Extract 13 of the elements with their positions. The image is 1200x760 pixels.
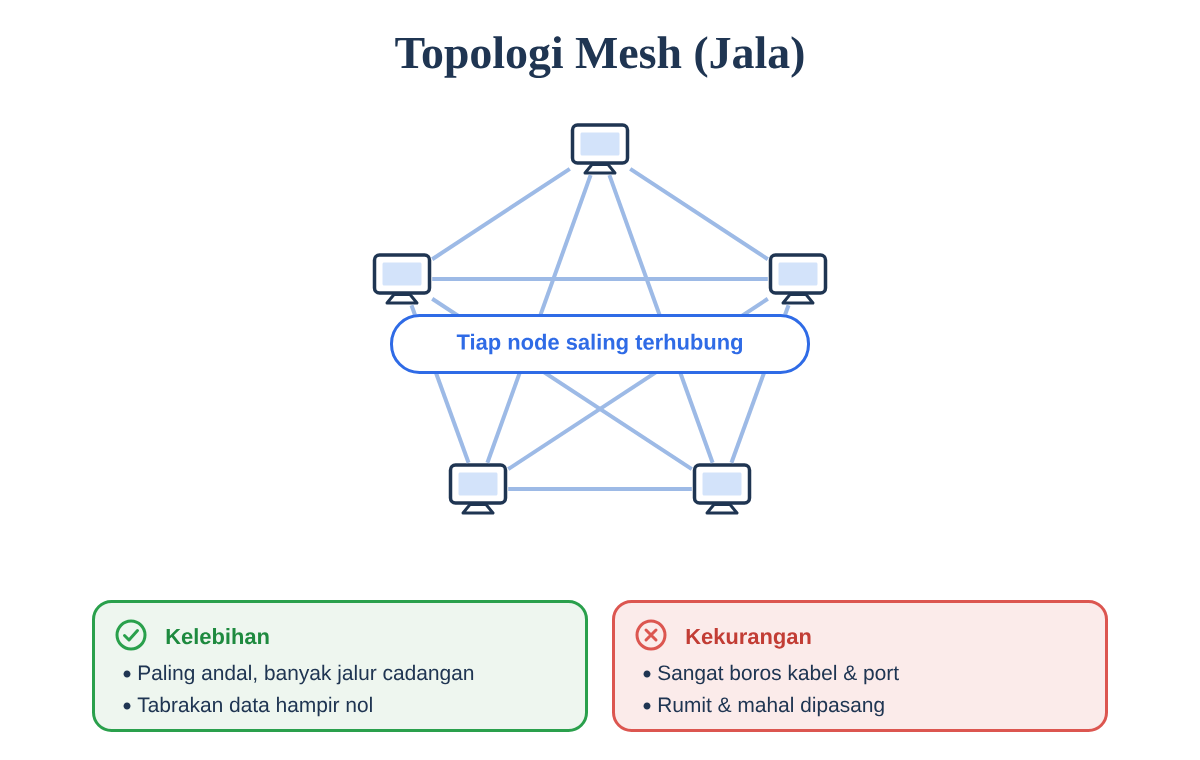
card-heading: Kekurangan [686,628,811,649]
monitor-icon [768,253,828,305]
monitor-icon [448,463,508,515]
card-heading: Kelebihan [166,628,269,645]
monitor-icon [570,123,630,175]
monitor-icon [372,253,432,305]
monitor-icon [692,463,752,515]
label-pill: Tiap node saling terhubung [390,314,810,374]
list-item: Sangat boros kabel & port [658,664,899,685]
list-item: Tabrakan data hampir nol [137,696,372,717]
list-item: Rumit & mahal dipasang [658,696,884,717]
list-item: Paling andal, banyak jalur cadangan [138,664,474,685]
title: Topologi Mesh (Jala) [395,36,804,79]
